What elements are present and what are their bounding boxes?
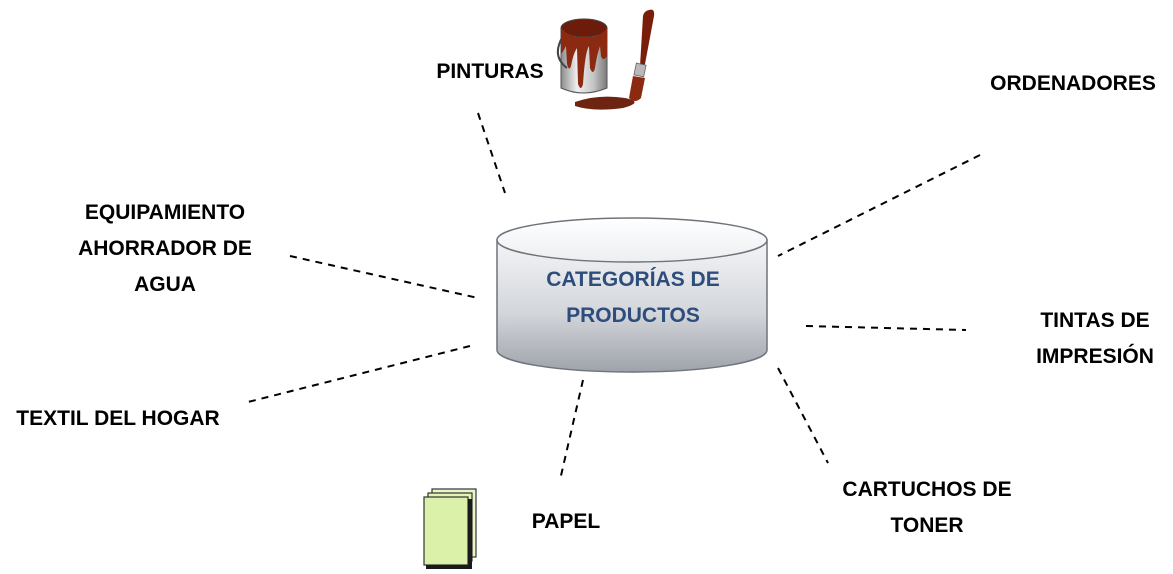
label-tintas: TINTAS DE IMPRESIÓN bbox=[1036, 309, 1154, 368]
label-pinturas: PINTURAS bbox=[436, 60, 544, 83]
connector-papel bbox=[559, 379, 584, 481]
label-textil: TEXTIL DEL HOGAR bbox=[16, 407, 220, 430]
center-title-line1: CATEGORÍAS DE bbox=[546, 268, 720, 291]
paper-stack-icon bbox=[423, 488, 477, 569]
label-cartuchos: CARTUCHOS DE TONER bbox=[842, 478, 1012, 537]
database-cylinder bbox=[496, 217, 768, 373]
label-equipamiento: EQUIPAMIENTO AHORRADOR DE AGUA bbox=[78, 201, 252, 296]
center-title-line2: PRODUCTOS bbox=[566, 304, 700, 327]
connector-lines bbox=[247, 112, 981, 481]
connector-textil bbox=[247, 345, 471, 403]
center-title: CATEGORÍAS DE PRODUCTOS bbox=[498, 262, 768, 334]
connector-pinturas bbox=[477, 112, 506, 194]
label-papel: PAPEL bbox=[531, 510, 601, 533]
connector-cartuchos bbox=[777, 367, 829, 464]
paint-bucket-and-brush-icon bbox=[556, 9, 655, 110]
connector-tintas bbox=[805, 325, 967, 331]
connector-ordenadores bbox=[777, 154, 981, 257]
connector-equipamiento bbox=[289, 255, 479, 299]
label-ordenadores: ORDENADORES bbox=[990, 72, 1156, 95]
